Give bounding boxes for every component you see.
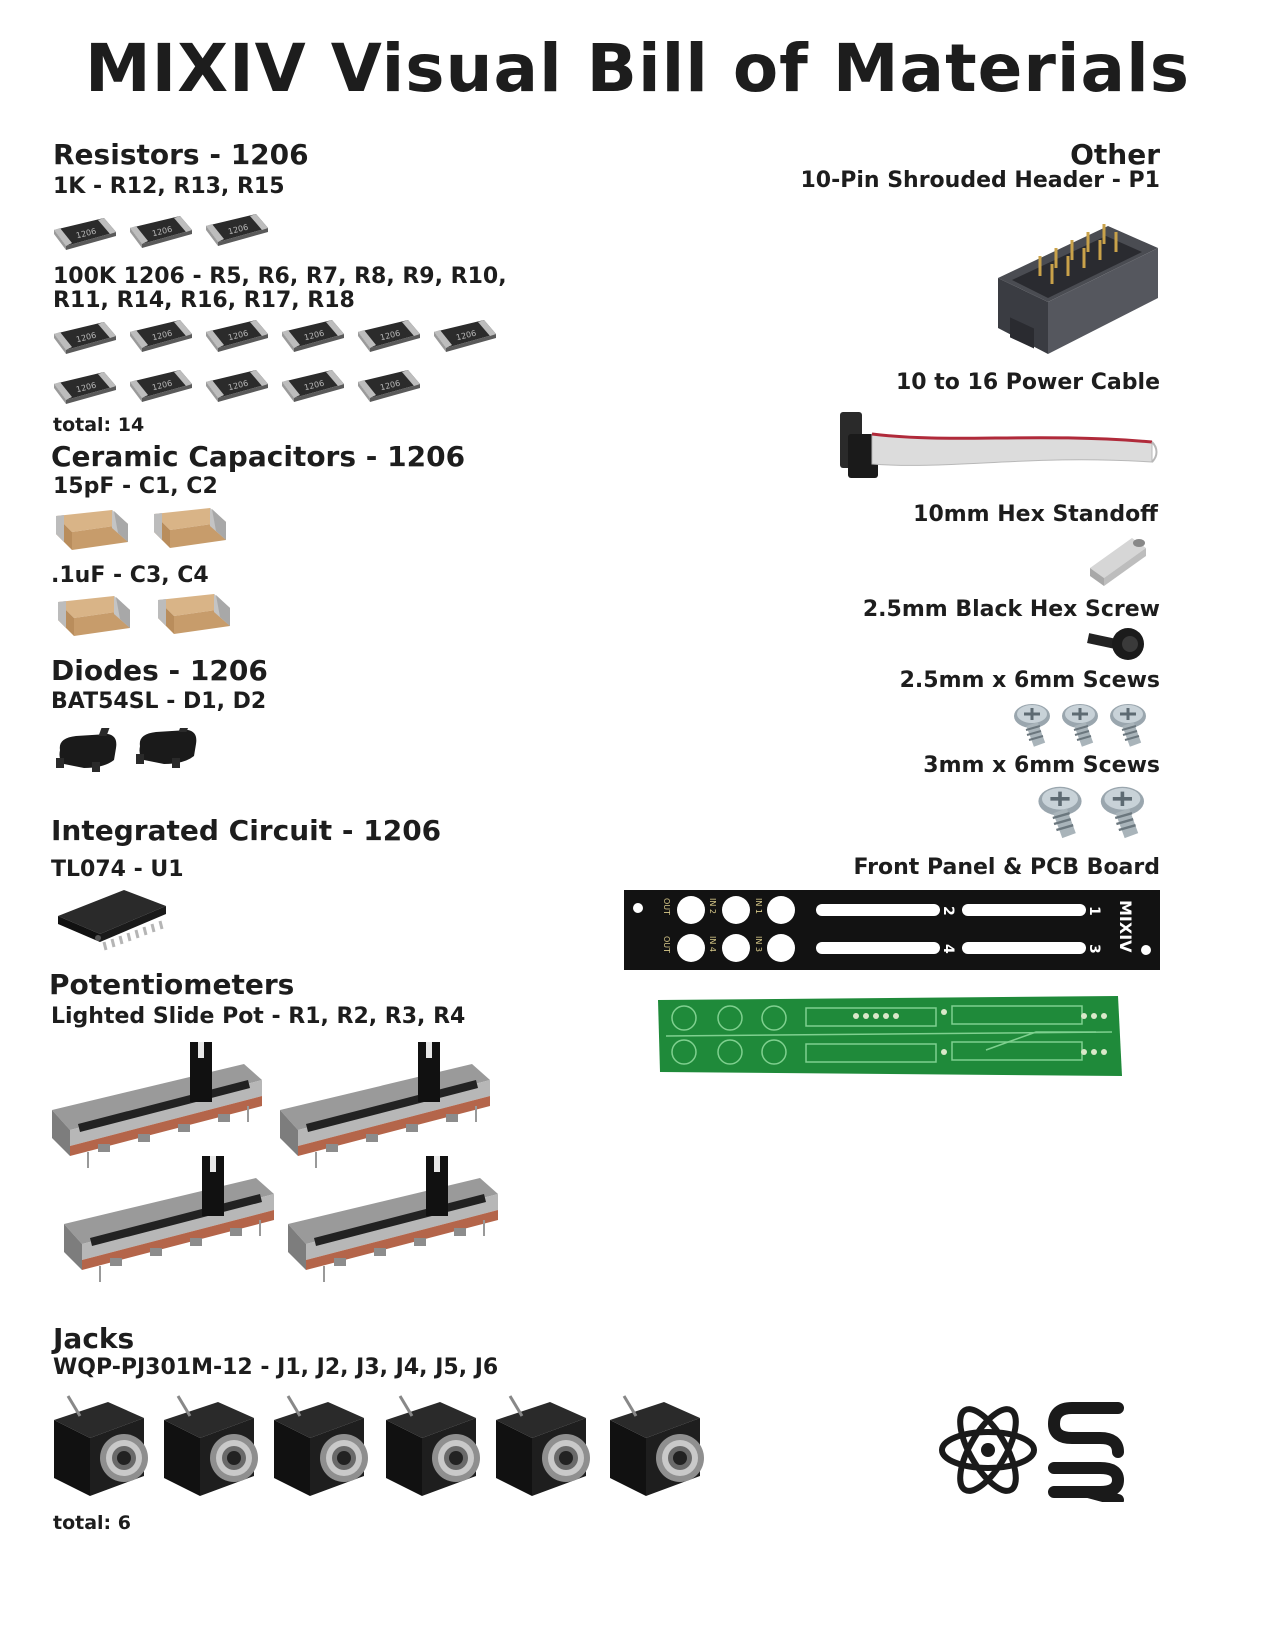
screw-3mm-group [1036,784,1146,840]
resistor-chip-icon [130,320,192,352]
resistor-chip-icon [130,216,192,248]
resistors-100k-label-line1: 100K 1206 - R5, R6, R7, R8, R9, R10, [53,264,507,289]
pcb-board-icon [658,996,1122,1076]
resistor-chip-icon [206,320,268,352]
hex-standoff-icon [1090,538,1146,586]
resistor-chip-icon [282,370,344,402]
diodes-label: BAT54SL - D1, D2 [51,689,267,714]
resistor-chip-icon [54,218,116,250]
panel-in4-label: IN 4 [708,936,717,952]
hex-screw-icon [1087,628,1144,660]
shrouded-header-icon [998,224,1158,354]
capacitor-01uf-group [58,594,230,636]
resistor-1k-group [54,214,268,250]
logo-icon [939,1402,1125,1502]
resistor-chip-icon [130,370,192,402]
resistor-chip-icon [358,370,420,402]
resistor-chip-icon [206,370,268,402]
jack-group [52,1394,706,1498]
panel-out-label: OUT [662,898,671,915]
panel-in1-label: IN 1 [754,898,763,914]
jack-icon [608,1394,706,1498]
diode-group [56,728,197,772]
panel-in2-label: IN 2 [708,898,717,914]
capacitors-heading: Ceramic Capacitors - 1206 [51,440,466,473]
screw-25mm-label: 2.5mm x 6mm Scews [899,668,1160,693]
jack-icon [384,1394,482,1498]
panel-brand: MIXIV [1116,900,1135,953]
capacitor-chip-icon [58,596,130,636]
pots-label: Lighted Slide Pot - R1, R2, R3, R4 [51,1004,466,1029]
power-cable-label: 10 to 16 Power Cable [895,370,1160,395]
diodes-heading: Diodes - 1206 [51,654,268,687]
hex-standoff-label: 10mm Hex Standoff [913,502,1158,527]
slide-pot-icon [51,1041,263,1169]
slide-pot-icon [279,1041,491,1169]
resistor-chip-icon [206,214,268,246]
resistors-1k-label: 1K - R12, R13, R15 [53,174,285,199]
capacitor-chip-icon [56,510,128,550]
ic-label: TL074 - U1 [51,857,184,882]
front-panel-icon: IN 2 IN 1 IN 4 IN 3 OUT OUT 2 1 4 3 MIXI… [624,890,1160,970]
capacitors-15pf-label: 15pF - C1, C2 [53,474,218,499]
jacks-label: WQP-PJ301M-12 - J1, J2, J3, J4, J5, J6 [53,1355,499,1380]
jack-icon [494,1394,592,1498]
panel-channel-2: 2 [940,906,956,916]
capacitor-15pf-group [56,508,226,550]
phillips-screw-icon [1036,784,1084,840]
panel-channel-1: 1 [1086,906,1102,916]
screw-3mm-label: 3mm x 6mm Scews [923,753,1160,778]
resistor-100k-group [54,320,496,404]
jack-icon [52,1394,150,1498]
hex-screw-label: 2.5mm Black Hex Screw [862,597,1160,622]
slide-pot-icon [287,1155,499,1283]
jacks-total: total: 6 [53,1512,131,1534]
panel-channel-3: 3 [1086,944,1102,954]
panel-in3-label: IN 3 [754,936,763,952]
slide-pot-group [51,1041,499,1283]
jack-icon [272,1394,370,1498]
capacitors-01uf-label: .1uF - C3, C4 [51,563,209,588]
resistor-chip-icon [54,322,116,354]
resistor-chip-icon [54,372,116,404]
pots-heading: Potentiometers [49,968,295,1001]
resistors-100k-label-line2: R11, R14, R16, R17, R18 [53,288,355,313]
shrouded-header-label: 10-Pin Shrouded Header - P1 [800,168,1160,193]
resistors-total: total: 14 [53,414,145,436]
screw-25mm-group [1012,702,1148,749]
phillips-screw-icon [1060,702,1100,749]
capacitor-chip-icon [154,508,226,548]
diode-icon [136,728,197,768]
other-heading: Other [1070,138,1160,171]
page-title: MIXIV Visual Bill of Materials [84,30,1190,107]
phillips-screw-icon [1012,702,1052,749]
ic-soic-icon [58,890,166,951]
ribbon-cable-icon [840,412,1158,478]
panel-channel-4: 4 [940,944,956,954]
ic-heading: Integrated Circuit - 1206 [51,814,442,847]
slide-pot-icon [63,1155,275,1283]
capacitor-chip-icon [158,594,230,634]
panel-out-label-2: OUT [662,936,671,953]
diode-icon [56,728,117,772]
phillips-screw-icon [1108,702,1148,749]
panel-label: Front Panel & PCB Board [853,855,1160,880]
jacks-heading: Jacks [53,1322,135,1355]
resistor-chip-icon [282,320,344,352]
resistor-chip-icon [434,320,496,352]
phillips-screw-icon [1099,784,1146,840]
resistor-chip-icon [358,320,420,352]
resistors-heading: Resistors - 1206 [53,138,309,171]
jack-icon [162,1394,260,1498]
